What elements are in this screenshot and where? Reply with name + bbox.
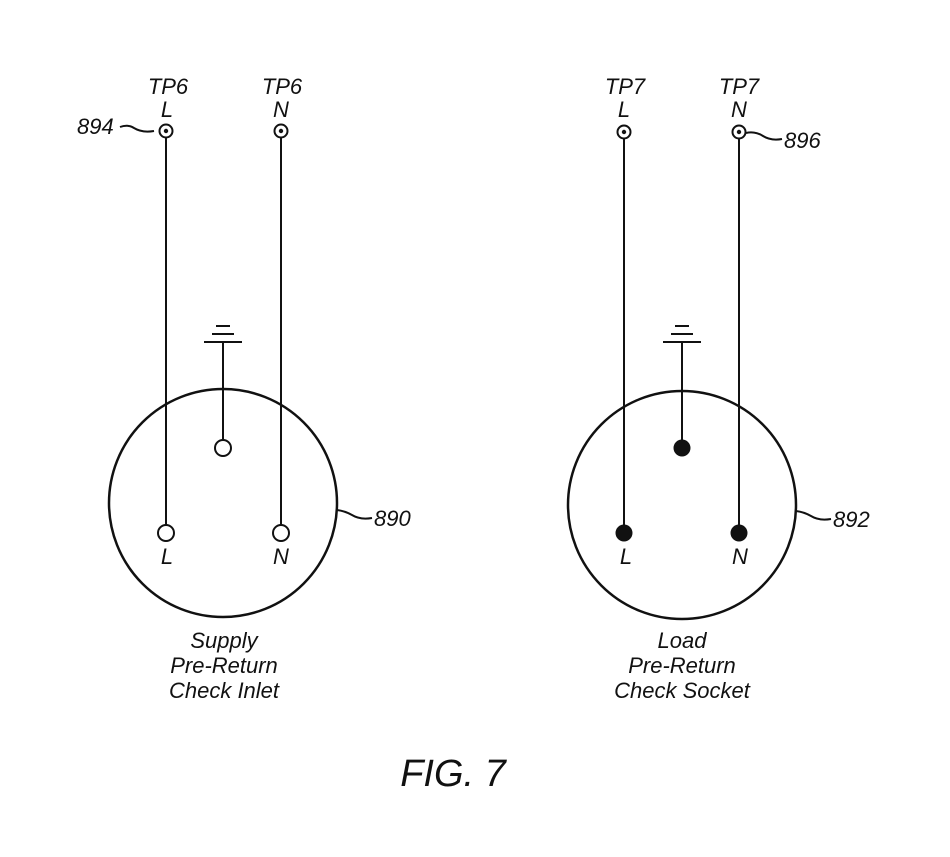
left-caption-line-1: Supply	[190, 628, 259, 653]
left-tp-n-terminal	[273, 123, 289, 139]
left-earth-pin	[214, 439, 232, 457]
right-connector-body	[566, 389, 798, 621]
ref-896-leader	[745, 131, 783, 141]
right-tp-l-line: L	[618, 97, 630, 122]
left-tp-n-name: TP6	[262, 74, 303, 99]
ref-894-label: 894	[77, 114, 114, 139]
right-pin-l-label: L	[620, 544, 632, 569]
left-earth-symbol	[204, 325, 242, 440]
left-tp-l-name: TP6	[148, 74, 189, 99]
left-l-pin	[157, 524, 175, 542]
left-tp-l-line: L	[161, 97, 173, 122]
right-caption-line-1: Load	[658, 628, 708, 653]
left-caption-line-2: Pre-Return	[170, 653, 278, 678]
right-earth-symbol	[663, 325, 701, 440]
left-connector-body	[107, 387, 339, 619]
right-tp-n-name: TP7	[719, 74, 760, 99]
right-l-pin	[615, 524, 633, 542]
right-connector-group: TP7 L TP7 N 896 L	[566, 74, 870, 703]
left-pin-n-label: N	[273, 544, 289, 569]
figure-label: FIG. 7	[400, 753, 507, 795]
right-tp-n-line: N	[731, 97, 747, 122]
right-caption-line-3: Check Socket	[614, 678, 751, 703]
right-caption-line-2: Pre-Return	[628, 653, 736, 678]
left-pin-l-label: L	[161, 544, 173, 569]
left-tp-l-terminal	[158, 123, 174, 139]
right-pin-n-label: N	[732, 544, 748, 569]
ref-892-leader	[795, 510, 832, 521]
left-connector-group: TP6 L TP6 N 894 L	[77, 74, 411, 703]
right-n-pin	[730, 524, 748, 542]
left-n-pin	[272, 524, 290, 542]
ref-892-label: 892	[833, 507, 870, 532]
left-tp-n-line: N	[273, 97, 289, 122]
ref-890-leader	[336, 509, 373, 520]
ref-890-label: 890	[374, 506, 411, 531]
right-tp-l-name: TP7	[605, 74, 646, 99]
right-tp-n-terminal	[731, 124, 747, 140]
right-tp-l-terminal	[616, 124, 632, 140]
right-earth-pin	[673, 439, 691, 457]
left-caption-line-3: Check Inlet	[169, 678, 280, 703]
ref-896-label: 896	[784, 128, 821, 153]
ref-894-leader	[119, 124, 155, 133]
